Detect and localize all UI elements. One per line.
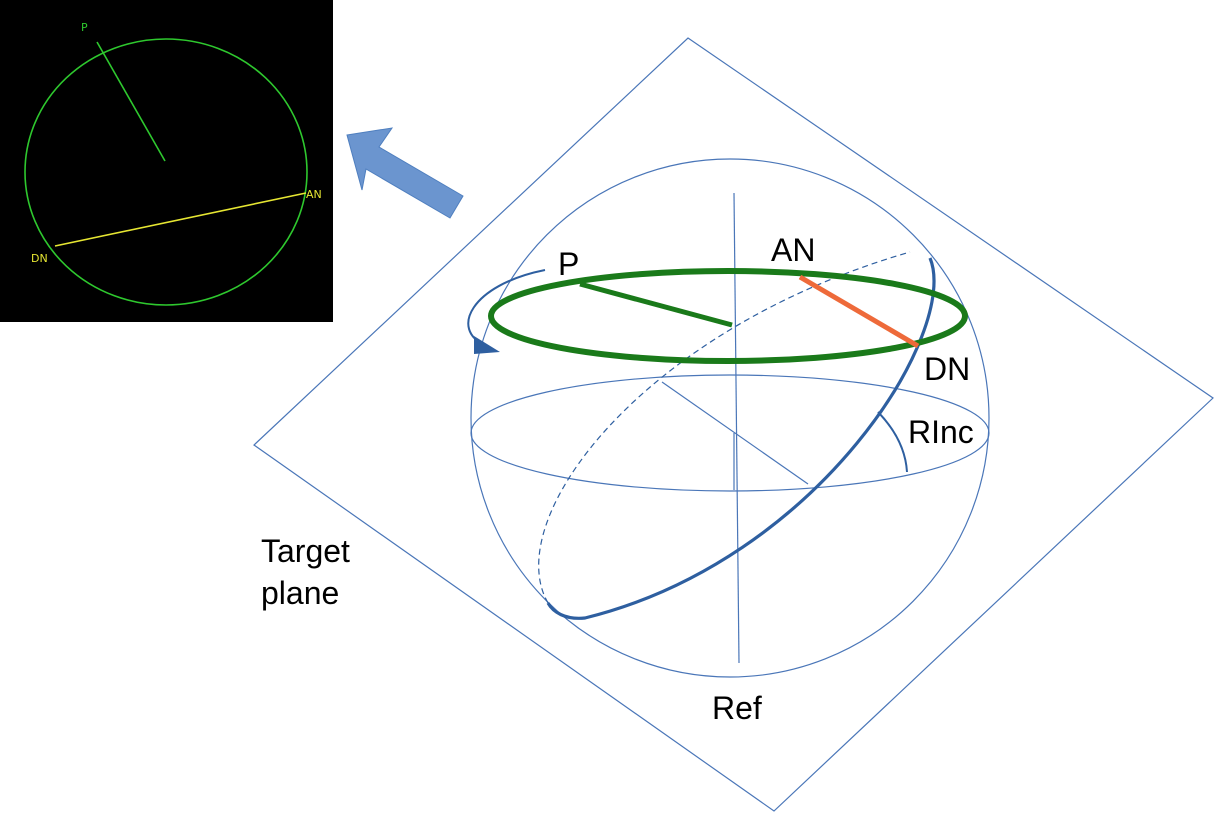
label-ascending-node: AN bbox=[771, 232, 815, 268]
target-orbit-back-dashed bbox=[538, 251, 911, 604]
pointer-arrow-icon bbox=[346, 127, 464, 219]
current-orbit bbox=[488, 268, 968, 364]
inclination-arc bbox=[877, 411, 908, 473]
inset-orbit-circle bbox=[24, 38, 308, 306]
inset-node-line bbox=[54, 192, 307, 247]
sphere-outline bbox=[470, 158, 990, 678]
label-line-0: Target bbox=[261, 533, 350, 569]
inset-label-an: AN bbox=[306, 188, 322, 201]
target-orbit-front bbox=[546, 257, 936, 620]
label-target-plane: Target plane bbox=[261, 533, 350, 611]
periapsis-line bbox=[579, 281, 733, 328]
target-orbit bbox=[538, 251, 936, 620]
label-reference: Ref bbox=[712, 690, 762, 726]
inset-background bbox=[0, 0, 333, 322]
node-line bbox=[798, 274, 920, 349]
inset-label-p: P bbox=[81, 21, 88, 34]
rotation-arrow-head-icon bbox=[474, 336, 500, 354]
inset-panel: P AN DN bbox=[0, 0, 333, 322]
label-periapsis: P bbox=[558, 246, 579, 282]
sphere-axis bbox=[733, 192, 740, 664]
reference-sphere bbox=[470, 158, 990, 678]
inset-periapsis-line bbox=[96, 41, 166, 162]
label-descending-node: DN bbox=[924, 351, 970, 387]
current-orbit-ellipse bbox=[488, 268, 968, 364]
label-line-1: plane bbox=[261, 575, 339, 611]
target-plane-outline bbox=[253, 37, 1214, 812]
equator-radius-1 bbox=[661, 381, 809, 485]
inset-label-dn: DN bbox=[31, 252, 48, 265]
label-relative-inclination: RInc bbox=[908, 414, 974, 450]
sphere-equator bbox=[470, 374, 990, 492]
